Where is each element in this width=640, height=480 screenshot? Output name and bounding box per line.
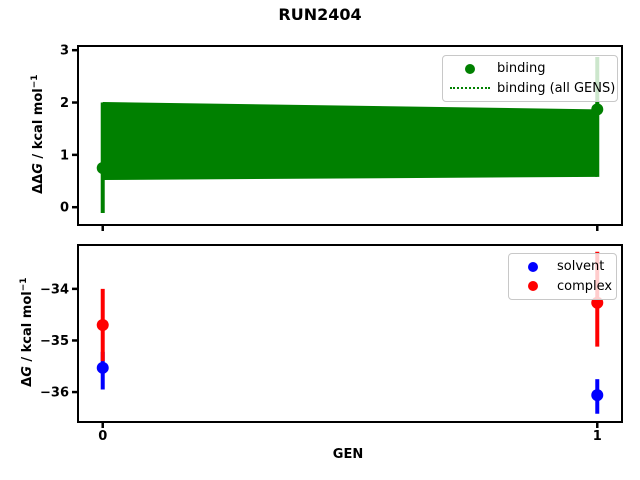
svg-text:0: 0 xyxy=(98,429,107,444)
legend-handle xyxy=(449,87,491,90)
binding-marker-icon xyxy=(465,63,475,74)
legend-item-binding-all-gens: binding (all GENS) xyxy=(449,79,615,99)
svg-text:−35: −35 xyxy=(40,334,69,349)
svg-text:1: 1 xyxy=(60,148,69,163)
ylabel-prefix: ΔΔ xyxy=(31,173,47,194)
legend-item-solvent: solvent xyxy=(515,257,610,277)
svg-text:3: 3 xyxy=(60,44,69,59)
legend-handle xyxy=(515,261,551,272)
legend-label: complex xyxy=(557,278,613,294)
dotted-line-icon xyxy=(450,87,490,90)
legend-item-binding: binding xyxy=(449,59,611,79)
ylabel-variable: G xyxy=(31,163,47,174)
ylabel-superscript: −1 xyxy=(29,74,40,89)
legend-handle xyxy=(449,63,491,74)
figure-title: RUN2404 xyxy=(278,5,362,24)
legend-label: solvent xyxy=(557,259,605,275)
svg-text:2: 2 xyxy=(60,96,69,111)
legend-item-complex: complex xyxy=(515,277,613,297)
legend-handle xyxy=(515,281,551,292)
legend-label: binding xyxy=(497,61,546,77)
svg-text:−34: −34 xyxy=(40,282,69,297)
ylabel-variable: G xyxy=(20,366,36,377)
ylabel-superscript: −1 xyxy=(18,277,29,292)
solvent-marker-icon xyxy=(528,261,538,272)
ylabel-units: / kcal mol xyxy=(31,88,47,164)
ylabel-units: / kcal mol xyxy=(20,291,36,367)
complex-marker-icon xyxy=(528,281,538,292)
bottom-y-axis-label: ΔG / kcal mol−1 xyxy=(19,232,35,432)
svg-text:0: 0 xyxy=(60,201,69,216)
legend-label: binding (all GENS) xyxy=(497,80,616,96)
ylabel-prefix: Δ xyxy=(20,376,36,387)
svg-text:1: 1 xyxy=(593,429,602,444)
svg-text:−36: −36 xyxy=(40,386,69,401)
x-axis-label: GEN xyxy=(332,447,364,462)
legend-top-plot: binding binding (all GENS) xyxy=(442,55,618,102)
top-y-axis-label: ΔΔG / kcal mol−1 xyxy=(30,34,46,234)
legend-bottom-plot: solvent complex xyxy=(508,253,617,300)
